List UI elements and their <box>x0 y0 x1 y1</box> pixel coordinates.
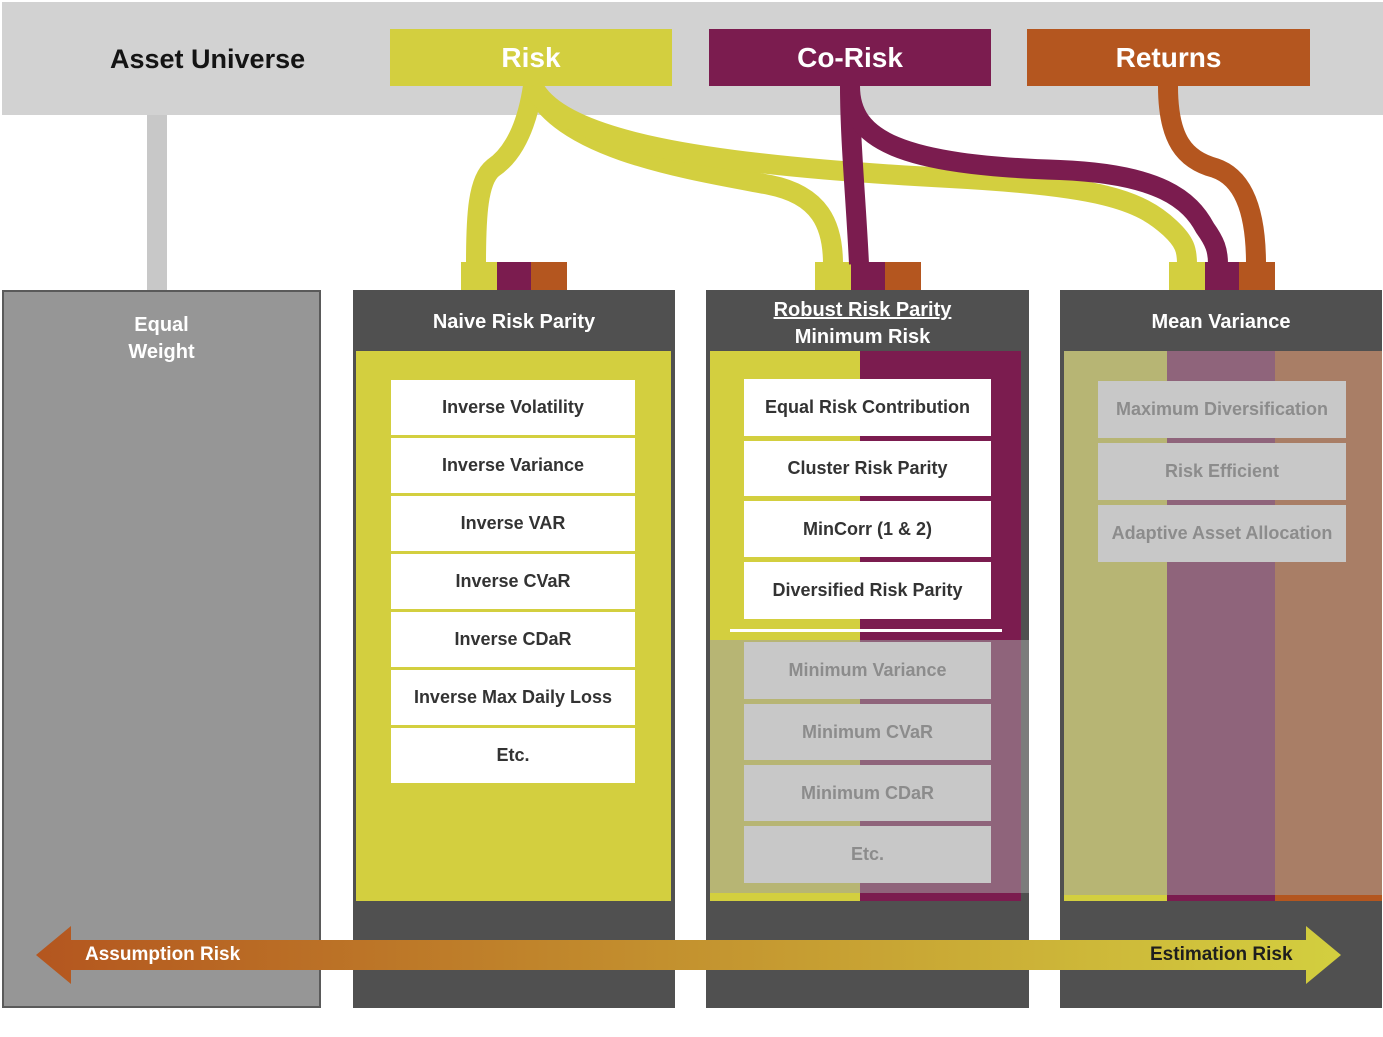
naive-risk-parity-title: Naive Risk Parity <box>432 311 596 333</box>
method-inverse-cdar: Inverse CDaR <box>391 612 635 667</box>
corisk-to-mv-line <box>840 85 1228 265</box>
method-mincorr: MinCorr (1 & 2) <box>744 501 991 557</box>
mv-returns-tab <box>1239 262 1275 290</box>
naive-risk-parity-column: Naive Risk Parity Inverse Volatility Inv… <box>353 290 675 1008</box>
method-inverse-max-daily-loss: Inverse Max Daily Loss <box>391 670 635 725</box>
method-inverse-volatility: Inverse Volatility <box>391 380 635 435</box>
robust-corisk-tab <box>851 262 887 290</box>
method-diversified-risk-parity: Diversified Risk Parity <box>744 562 991 619</box>
mean-variance-list: Maximum Diversification Risk Efficient A… <box>1098 381 1346 562</box>
asset-universe-title: Asset Universe <box>110 44 306 74</box>
method-risk-efficient: Risk Efficient <box>1098 443 1346 500</box>
mean-variance-overlay <box>1064 351 1382 895</box>
risk-factor-box: Risk <box>390 29 672 86</box>
robust-method-list: Equal Risk Contribution Cluster Risk Par… <box>744 379 991 619</box>
method-minimum-cdar: Minimum CDaR <box>744 765 991 821</box>
method-min-etc: Etc. <box>744 826 991 883</box>
robust-title-line1: Robust Risk Parity <box>773 299 952 321</box>
method-minimum-cvar: Minimum CVaR <box>744 704 991 760</box>
robust-risk-parity-title: Robust Risk Parity Minimum Risk <box>706 297 1019 351</box>
equal-weight-title-line1: Equal <box>134 314 189 336</box>
method-inverse-variance: Inverse Variance <box>391 438 635 493</box>
equal-weight-title: Equal Weight <box>4 312 319 366</box>
returns-to-mv-line <box>1158 85 1266 265</box>
naive-method-list: Inverse Volatility Inverse Variance Inve… <box>391 380 635 783</box>
estimation-risk-label: Estimation Risk <box>1150 944 1293 965</box>
mv-risk-tab <box>1169 262 1205 290</box>
equal-weight-title-line2: Weight <box>128 341 195 363</box>
method-cluster-risk-parity: Cluster Risk Parity <box>744 441 991 496</box>
assumption-risk-label: Assumption Risk <box>85 944 241 965</box>
risk-to-naive-line <box>466 84 543 265</box>
risk-to-mv-line <box>524 80 1197 265</box>
method-maximum-diversification: Maximum Diversification <box>1098 381 1346 438</box>
minimum-risk-list: Minimum Variance Minimum CVaR Minimum CD… <box>744 642 991 883</box>
equal-weight-column: Equal Weight <box>2 290 321 1008</box>
separator-line <box>730 629 1002 632</box>
method-inverse-var: Inverse VAR <box>391 496 635 551</box>
risk-factor-label: Risk <box>501 41 561 73</box>
method-minimum-variance: Minimum Variance <box>744 642 991 699</box>
robust-title-line2: Minimum Risk <box>794 326 931 348</box>
returns-factor-box: Returns <box>1027 29 1310 86</box>
mean-variance-title: Mean Variance <box>1151 311 1291 333</box>
mean-variance-column: Mean Variance Maximum Diversification Ri… <box>1060 290 1382 1008</box>
mv-corisk-tab <box>1205 262 1241 290</box>
robust-risk-tab <box>815 262 851 290</box>
method-inverse-cvar: Inverse CVaR <box>391 554 635 609</box>
method-adaptive-asset-allocation: Adaptive Asset Allocation <box>1098 505 1346 562</box>
double-arrow-shape <box>36 926 1341 984</box>
equal-weight-connector <box>147 115 167 291</box>
naive-returns-tab <box>531 262 567 290</box>
robust-risk-parity-column: Robust Risk Parity Minimum Risk Equal Ri… <box>706 290 1029 1008</box>
method-etc: Etc. <box>391 728 635 783</box>
naive-risk-tab <box>461 262 497 290</box>
naive-corisk-tab <box>497 262 533 290</box>
robust-returns-tab <box>885 262 921 290</box>
returns-factor-label: Returns <box>1115 41 1222 73</box>
corisk-factor-box: Co-Risk <box>709 29 991 86</box>
method-equal-risk-contribution: Equal Risk Contribution <box>744 379 991 436</box>
corisk-factor-label: Co-Risk <box>797 41 903 73</box>
